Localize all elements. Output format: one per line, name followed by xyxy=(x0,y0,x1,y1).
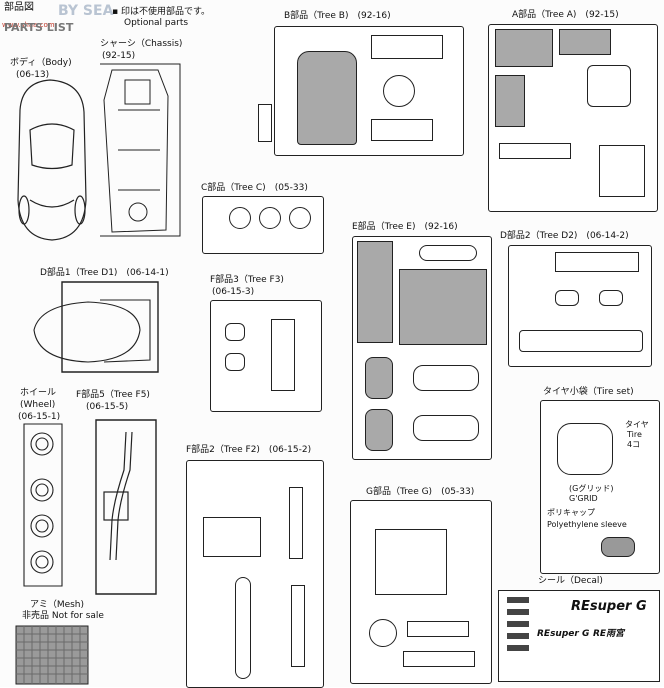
chassis-drawing xyxy=(100,63,181,237)
tree-b-dashboard xyxy=(371,35,443,59)
wheel-code: (06-15-1) xyxy=(18,412,61,422)
chassis-label: シャーシ（Chassis) xyxy=(100,39,183,49)
tree-a-axle xyxy=(499,143,571,159)
tree-f3-light-1 xyxy=(225,323,245,341)
g-grid-en: G'GRID xyxy=(569,494,598,503)
tree-g-part-3 xyxy=(403,651,475,667)
tree-d2-lamp-2 xyxy=(599,290,623,306)
tire-stack xyxy=(557,423,613,475)
tree-a-gray-panel-1 xyxy=(495,29,553,67)
tree-d2-headlight-cover xyxy=(555,252,639,272)
decal-label: シール（Decal) xyxy=(538,576,603,586)
tree-d2-bumper xyxy=(519,330,643,352)
tree-e-gray-block-2 xyxy=(399,269,487,345)
tree-g-part-2 xyxy=(407,621,469,637)
body-code: (06-13) xyxy=(16,70,50,80)
page-title-en: PARTS LIST xyxy=(4,21,74,34)
tree-f2-label: F部品2（Tree F2) (06-15-2) xyxy=(186,445,312,455)
tree-f5-label: F部品5（Tree F5) xyxy=(76,390,150,400)
tree-d2-frame xyxy=(508,245,652,367)
tree-a-label: A部品（Tree A) (92-15) xyxy=(512,10,619,20)
tree-f3-lens xyxy=(271,319,295,391)
tree-a-gray-panel-3 xyxy=(495,75,525,127)
decal-brand-2: REsuper G xyxy=(537,629,590,639)
tree-d2-label: D部品2（Tree D2) (06-14-2) xyxy=(500,231,629,241)
tree-g-label: G部品（Tree G) (05-33) xyxy=(366,487,475,497)
page-title-jp: 部品図 xyxy=(4,2,34,13)
tree-f2-panel-1 xyxy=(203,517,261,557)
tree-b-console xyxy=(371,119,433,141)
tree-b-seat xyxy=(297,51,357,145)
tree-f2-strip-1 xyxy=(289,487,303,559)
body-label: ボディ（Body) xyxy=(10,58,72,68)
tree-g-part-1 xyxy=(369,619,397,647)
decal-bars xyxy=(507,597,529,657)
decal-sheet: REsuper G REsuper G RE雨宮 xyxy=(498,590,660,682)
chassis-code: (92-15) xyxy=(102,51,136,61)
body-drawing xyxy=(17,79,87,241)
tire-label-jp: タイヤ xyxy=(625,420,649,429)
decal-brand-3: RE雨宮 xyxy=(593,629,625,639)
tree-e-seat-1 xyxy=(365,357,393,399)
tree-d2-lamp-1 xyxy=(555,290,579,306)
watermark-url: www.shaa.com xyxy=(2,21,55,29)
poly-en: Polyethylene sleeve xyxy=(547,520,627,529)
tire-set-label: タイヤ小袋（Tire set) xyxy=(543,387,634,397)
g-grid-jp: (Gグリッド) xyxy=(569,484,614,493)
tree-f3-code: (06-15-3) xyxy=(212,287,255,297)
tree-f2-frame xyxy=(186,460,324,688)
tree-b-label: B部品（Tree B) (92-16) xyxy=(284,11,391,21)
tree-b-side-part xyxy=(258,104,272,142)
tree-f3-light-2 xyxy=(225,353,245,371)
mesh-drawing xyxy=(15,625,89,685)
decal-brand-1: REsuper G xyxy=(571,599,647,614)
tree-f3-frame xyxy=(210,300,322,412)
tree-d1-drawing xyxy=(33,281,159,373)
tire-set-frame: タイヤ Tire 4コ (Gグリッド) G'GRID ポリキャップ Polyet… xyxy=(540,400,660,574)
tree-c-wheel-3 xyxy=(289,207,311,229)
mesh-note: 非売品 Not for sale xyxy=(22,611,104,621)
tree-e-mirror-2 xyxy=(413,415,479,441)
watermark: 部品図 BY SEA www.shaa.com PARTS LIST xyxy=(2,2,152,34)
tire-label-en: Tire xyxy=(627,430,642,439)
tree-c-wheel-2 xyxy=(259,207,281,229)
tree-b-gauge xyxy=(383,75,415,107)
tree-e-label: E部品（Tree E) (92-16) xyxy=(352,222,458,232)
tree-a-arm xyxy=(599,145,645,197)
poly-jp: ポリキャップ xyxy=(547,508,595,517)
poly-cap-cluster xyxy=(601,537,635,557)
tree-f3-label: F部品3（Tree F3) xyxy=(210,275,284,285)
tree-d1-label: D部品1（Tree D1) (06-14-1) xyxy=(40,268,169,278)
tree-g-frame-part xyxy=(375,529,447,595)
tree-a-engine xyxy=(587,65,631,107)
tree-f5-code: (06-15-5) xyxy=(86,402,129,412)
tree-c-wheel-1 xyxy=(229,207,251,229)
tree-f2-strip-2 xyxy=(235,577,251,679)
watermark-text: BY SEA xyxy=(58,3,114,19)
tree-e-gray-block-1 xyxy=(357,241,393,343)
tree-c-frame xyxy=(202,196,324,254)
wheel-drawing xyxy=(23,423,63,587)
tree-f5-drawing xyxy=(95,419,157,595)
tree-e-frame xyxy=(352,236,492,460)
tree-a-gray-panel-2 xyxy=(559,29,611,55)
optional-note-en: Optional parts xyxy=(124,18,189,28)
wheel-label-jp: ホイール xyxy=(20,388,57,398)
tree-b-frame xyxy=(274,26,464,156)
tree-e-mirror-1 xyxy=(413,365,479,391)
tree-a-frame xyxy=(488,24,658,212)
tree-e-seat-2 xyxy=(365,409,393,451)
tree-g-frame xyxy=(350,500,492,684)
tree-e-spoiler xyxy=(419,245,477,261)
tree-c-label: C部品（Tree C) (05-33) xyxy=(201,183,308,193)
wheel-label-en: (Wheel) xyxy=(20,400,56,410)
tire-qty: 4コ xyxy=(627,440,641,449)
optional-note-jp: ▪ 印は不使用部品です。 xyxy=(112,7,211,17)
tree-f2-strip-3 xyxy=(291,585,305,667)
mesh-label: アミ（Mesh) xyxy=(30,600,85,610)
